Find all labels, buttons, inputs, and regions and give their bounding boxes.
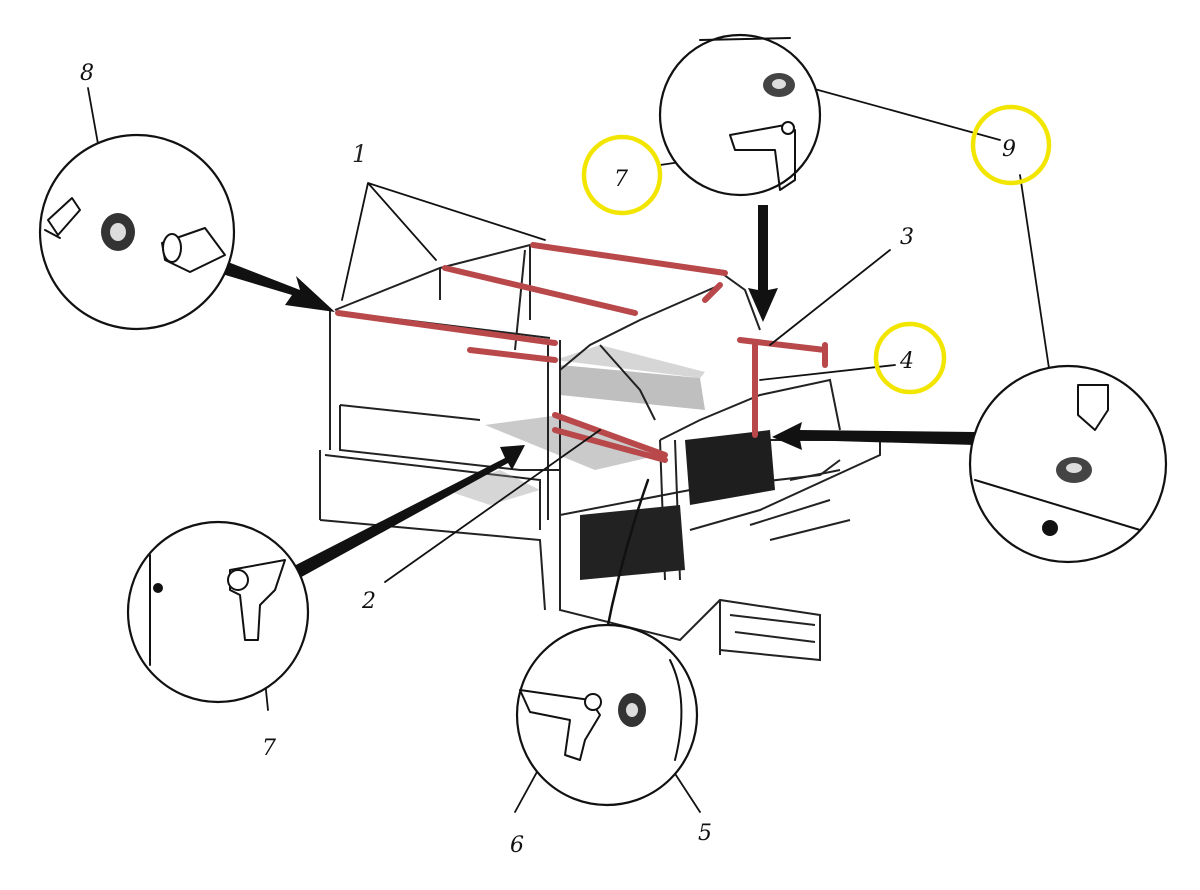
- callout-4: 4: [899, 349, 914, 374]
- leader-2: [384, 429, 601, 583]
- callout-5: 5: [698, 821, 712, 846]
- callout-labels: 8 1 3 4 7 9 2 7 6 5: [80, 61, 1016, 858]
- red-bar-middle: [442, 265, 638, 316]
- highlight-rings: [581, 104, 1052, 395]
- arrow-detail-7-left: [290, 445, 525, 580]
- leader-4: [759, 364, 896, 381]
- callout-9: 9: [1002, 137, 1016, 162]
- leader-1: [341, 182, 546, 301]
- detail-circle-right: [968, 364, 1168, 564]
- callout-7-top: 7: [614, 167, 628, 192]
- arrow-detail-right: [772, 422, 975, 450]
- arrow-detail-8: [222, 262, 335, 312]
- detail-circle-bottom: [515, 623, 699, 807]
- leader-5-6-cable: [603, 478, 650, 642]
- callout-6: 6: [510, 833, 524, 858]
- highlight-ring-9: [970, 104, 1052, 186]
- red-bar-lower-middle: [552, 412, 668, 458]
- red-bar-front-upper: [335, 310, 558, 346]
- detail-circle-top: [658, 33, 822, 197]
- arrows: [222, 205, 975, 580]
- callout-8: 8: [80, 61, 94, 86]
- red-bar-lower-right: [552, 427, 668, 463]
- leader-9-top: [799, 84, 1001, 141]
- red-bar-right-top: [737, 337, 828, 353]
- leader-3: [769, 249, 891, 346]
- highlight-ring-7: [581, 134, 663, 216]
- truck-body: [319, 345, 881, 662]
- red-bar-diagonal: [702, 282, 723, 303]
- callout-7-left: 7: [262, 736, 276, 761]
- highlight-ring-4: [873, 321, 947, 395]
- callout-2: 2: [361, 589, 376, 614]
- highlighted-frame-bars: [335, 242, 828, 463]
- detail-circle-bottom-left: [126, 520, 310, 704]
- callout-1: 1: [352, 140, 367, 168]
- detail-circle-8: [38, 133, 236, 331]
- callout-3: 3: [900, 225, 914, 250]
- red-bar-rear-top: [530, 242, 728, 276]
- arrow-detail-top: [748, 205, 778, 322]
- red-bar-lower-left: [467, 347, 558, 363]
